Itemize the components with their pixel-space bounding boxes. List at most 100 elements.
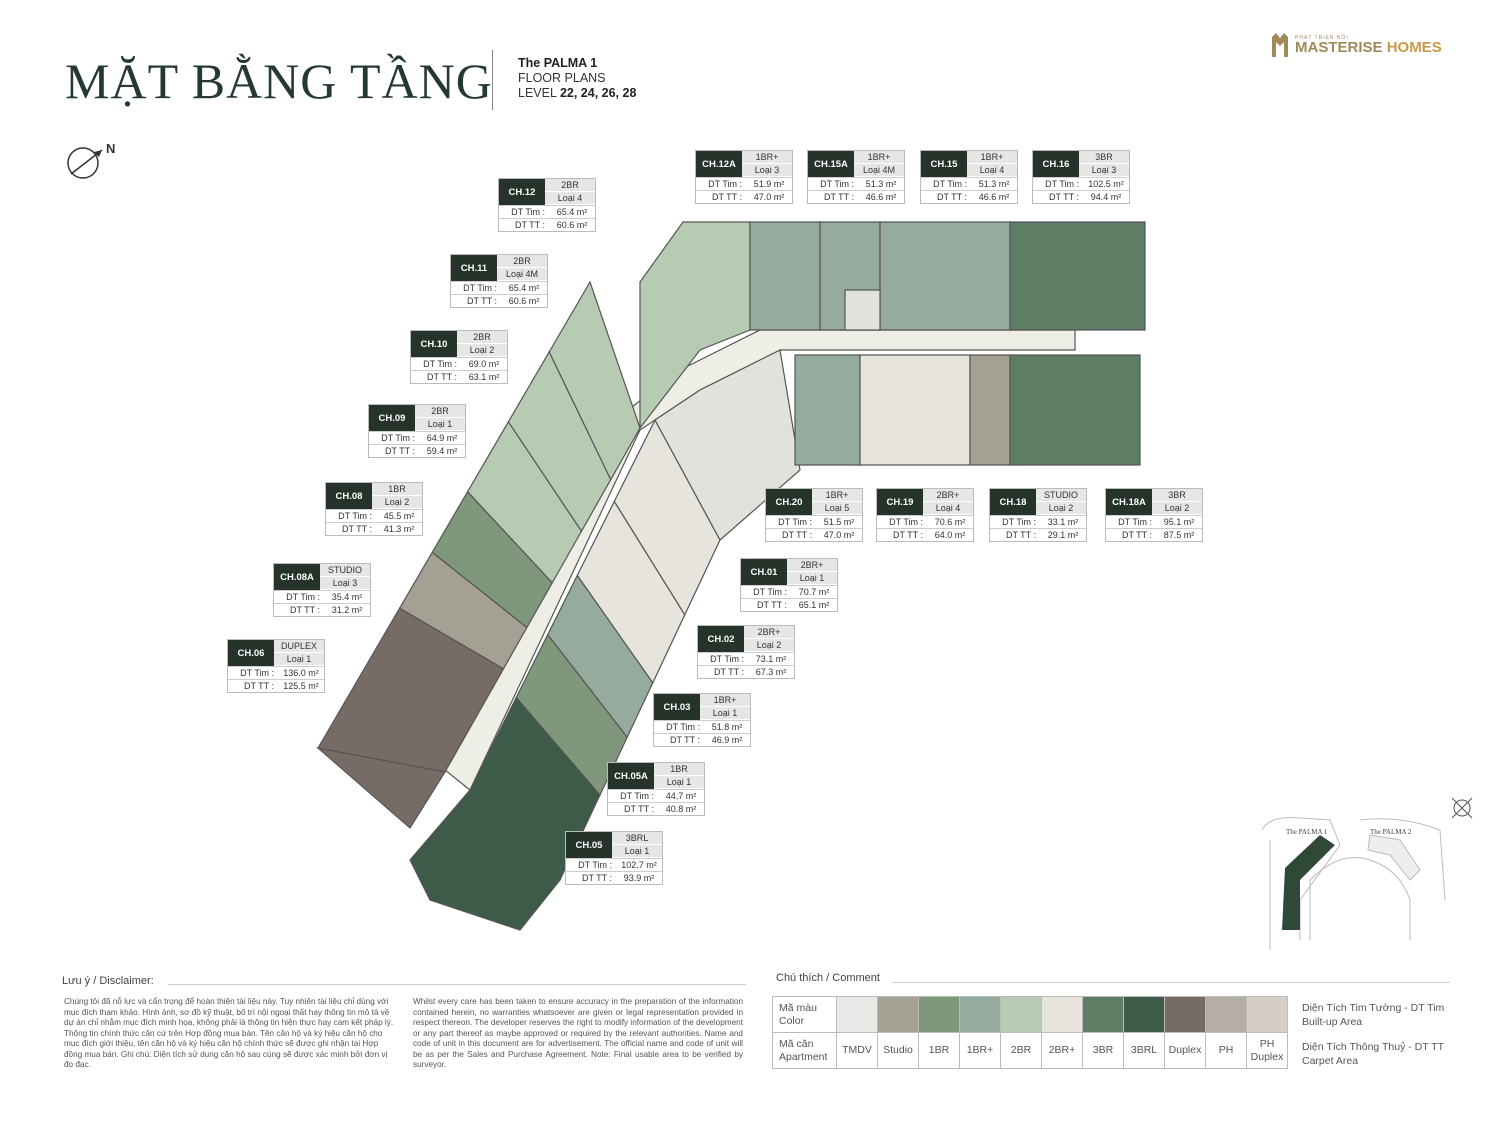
unit-class: Loại 4M xyxy=(497,268,547,281)
legend-item-name: 3BR xyxy=(1082,1032,1124,1069)
legend-swatch xyxy=(959,996,1001,1033)
carpet-area: 46.9 m² xyxy=(711,735,743,745)
built-up-area: 65.4 m² xyxy=(556,207,588,217)
unit-type: 2BR xyxy=(457,331,507,344)
carpet-area: 94.4 m² xyxy=(1090,192,1122,202)
legend-swatch xyxy=(877,996,919,1033)
legend-item-name: PH xyxy=(1205,1032,1247,1069)
legend-apt-label-vi: Mã căn xyxy=(779,1037,814,1050)
built-up-area: 51.9 m² xyxy=(753,179,785,189)
unit-code: CH.08A xyxy=(274,564,320,590)
compass-label: N xyxy=(106,141,115,156)
unit-type: STUDIO xyxy=(1036,489,1086,502)
unit-type: 2BR+ xyxy=(744,626,794,639)
unit-type: STUDIO xyxy=(320,564,370,577)
built-up-area: 51.3 m² xyxy=(865,179,897,189)
unit-code: CH.06 xyxy=(228,640,274,666)
built-up-label: DT Tim : xyxy=(753,587,787,597)
unit-type: 2BR+ xyxy=(787,559,837,572)
unit-class: Loại 3 xyxy=(742,164,792,177)
built-up-label: DT Tim : xyxy=(710,654,744,664)
unit-code: CH.15A xyxy=(808,151,854,177)
built-up-area: 102.7 m² xyxy=(621,860,657,870)
level-label: LEVEL xyxy=(518,86,557,100)
unit-code: CH.02 xyxy=(698,626,744,652)
unit-class: Loại 1 xyxy=(612,845,662,858)
legend-item-name: PH Duplex xyxy=(1246,1032,1288,1069)
carpet-area: 46.6 m² xyxy=(865,192,897,202)
unit-class: Loại 1 xyxy=(274,653,324,666)
carpet-label: DT TT : xyxy=(581,873,612,883)
carpet-area: 65.1 m² xyxy=(798,600,830,610)
built-up-label: DT Tim : xyxy=(666,722,700,732)
built-up-label: DT Tim : xyxy=(708,179,742,189)
carpet-area: 60.6 m² xyxy=(556,220,588,230)
unit-code: CH.15 xyxy=(921,151,967,177)
built-up-area: 51.8 m² xyxy=(711,722,743,732)
unit-code: CH.09 xyxy=(369,405,415,431)
carpet-label: DT TT : xyxy=(243,681,274,691)
logo-tagline: PHÁT TRIỂN BỞI xyxy=(1295,35,1349,41)
unit-ch19 xyxy=(859,354,971,466)
unit-class: Loại 4 xyxy=(923,502,973,515)
unit-class: Loại 5 xyxy=(812,502,862,515)
built-up-label: DT Tim : xyxy=(240,668,274,678)
built-up-label: DT Tim : xyxy=(889,517,923,527)
carpet-label: DT TT : xyxy=(341,524,372,534)
disclaimer-heading: Lưu ý / Disclaimer: xyxy=(62,975,154,987)
built-up-label: DT Tim : xyxy=(620,791,654,801)
carpet-area: 59.4 m² xyxy=(426,446,458,456)
carpet-label: DT TT : xyxy=(1121,530,1152,540)
legend-swatch xyxy=(1246,996,1288,1033)
unit-class: Loại 3 xyxy=(1079,164,1129,177)
key-plan-palma1-block xyxy=(1282,835,1335,930)
built-up-area: 70.6 m² xyxy=(934,517,966,527)
logo-mark-icon xyxy=(1272,33,1288,57)
carpet-area: 29.1 m² xyxy=(1047,530,1079,540)
built-up-area: 95.1 m² xyxy=(1163,517,1195,527)
unit-class: Loại 1 xyxy=(415,418,465,431)
built-up-en: Built-up Area xyxy=(1302,1016,1363,1028)
unit-ch15 xyxy=(879,221,1011,331)
unit-code: CH.20 xyxy=(766,489,812,515)
unit-type: 1BR+ xyxy=(967,151,1017,164)
key-plan: The PALMA 1 The PALMA 2 xyxy=(1261,817,1446,950)
subtitle-block: The PALMA 1 FLOOR PLANS LEVEL 22, 24, 26… xyxy=(518,56,636,101)
legend-item-name: 1BR xyxy=(918,1032,960,1069)
carpet-vi: Diện Tích Thông Thuỷ - DT TT xyxy=(1302,1041,1445,1053)
unit-ch12a xyxy=(749,221,821,331)
disclaimer-en: Whilst every care has been taken to ensu… xyxy=(413,997,743,1069)
divider xyxy=(168,984,746,985)
unit-class: Loại 2 xyxy=(1152,502,1202,515)
legend-apt-label-en: Apartment xyxy=(779,1050,828,1063)
carpet-label: DT TT : xyxy=(289,605,320,615)
carpet-label: DT TT : xyxy=(426,372,457,382)
page-title: MẶT BẰNG TẦNG xyxy=(65,53,493,109)
built-up-label: DT Tim : xyxy=(511,207,545,217)
key-plan-compass-icon xyxy=(1451,797,1473,819)
divider xyxy=(892,982,1450,983)
built-up-label: DT Tim : xyxy=(1045,179,1079,189)
built-up-label: DT Tim : xyxy=(338,511,372,521)
legend-swatch xyxy=(1123,996,1165,1033)
legend-item-name: 3BRL xyxy=(1123,1032,1165,1069)
unit-class: Loại 3 xyxy=(320,577,370,590)
built-up-area: 64.9 m² xyxy=(426,433,458,443)
unit-type: 2BR xyxy=(497,255,547,268)
unit-class: Loại 1 xyxy=(654,776,704,789)
unit-code: CH.12A xyxy=(696,151,742,177)
unit-class: Loại 1 xyxy=(787,572,837,585)
legend-item-name: Studio xyxy=(877,1032,919,1069)
carpet-label: DT TT : xyxy=(514,220,545,230)
carpet-label: DT TT : xyxy=(892,530,923,540)
legend-item-name: 2BR+ xyxy=(1041,1032,1083,1069)
carpet-label: DT TT : xyxy=(466,296,497,306)
carpet-area: 47.0 m² xyxy=(753,192,785,202)
